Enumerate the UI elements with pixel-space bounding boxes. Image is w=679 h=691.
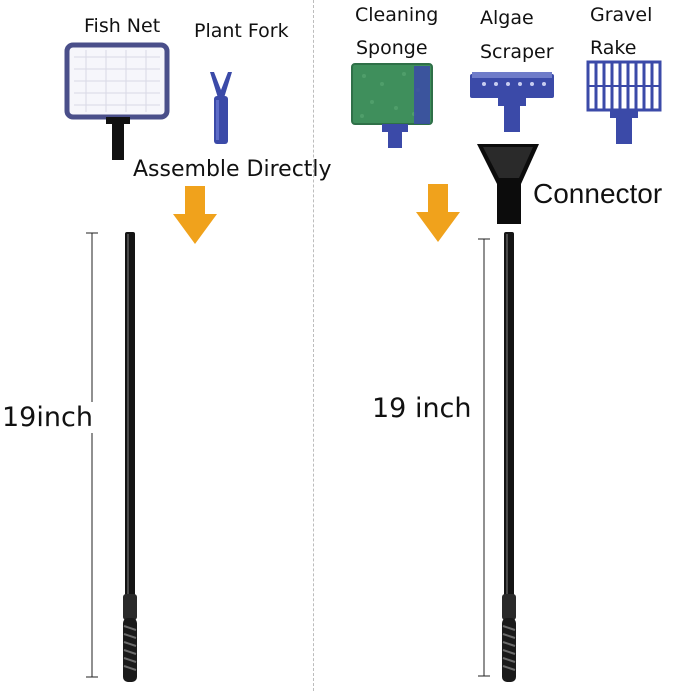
dimension-line-right bbox=[478, 238, 490, 677]
assemble-directly-label: Assemble Directly bbox=[133, 157, 332, 182]
extension-handle-right bbox=[502, 232, 516, 682]
plant-fork-icon bbox=[210, 72, 232, 144]
section-divider bbox=[313, 0, 314, 691]
gravel-rake-label-line1: Gravel bbox=[590, 4, 653, 26]
plant-fork-label: Plant Fork bbox=[194, 20, 289, 42]
cleaning-sponge-icon bbox=[351, 63, 433, 148]
arrow-down-icon bbox=[416, 184, 460, 242]
left-length-label: 19inch bbox=[0, 402, 95, 433]
gravel-rake-icon bbox=[586, 60, 662, 144]
gravel-rake-label-line2: Rake bbox=[590, 37, 637, 59]
right-length-label: 19 inch bbox=[372, 393, 472, 424]
dimension-line-left bbox=[86, 232, 98, 678]
cleaning-sponge-label-line1: Cleaning bbox=[355, 4, 439, 26]
connector-icon bbox=[477, 144, 539, 224]
arrow-down-icon bbox=[173, 186, 217, 244]
extension-handle-left bbox=[123, 232, 137, 682]
connector-label: Connector bbox=[533, 178, 663, 209]
fish-net-label: Fish Net bbox=[84, 15, 161, 37]
cleaning-sponge-label-line2: Sponge bbox=[356, 37, 428, 59]
fish-net-icon bbox=[64, 42, 170, 160]
algae-scraper-label-line1: Algae bbox=[480, 7, 534, 29]
algae-scraper-label-line2: Scraper bbox=[480, 41, 554, 63]
algae-scraper-icon bbox=[470, 72, 554, 132]
